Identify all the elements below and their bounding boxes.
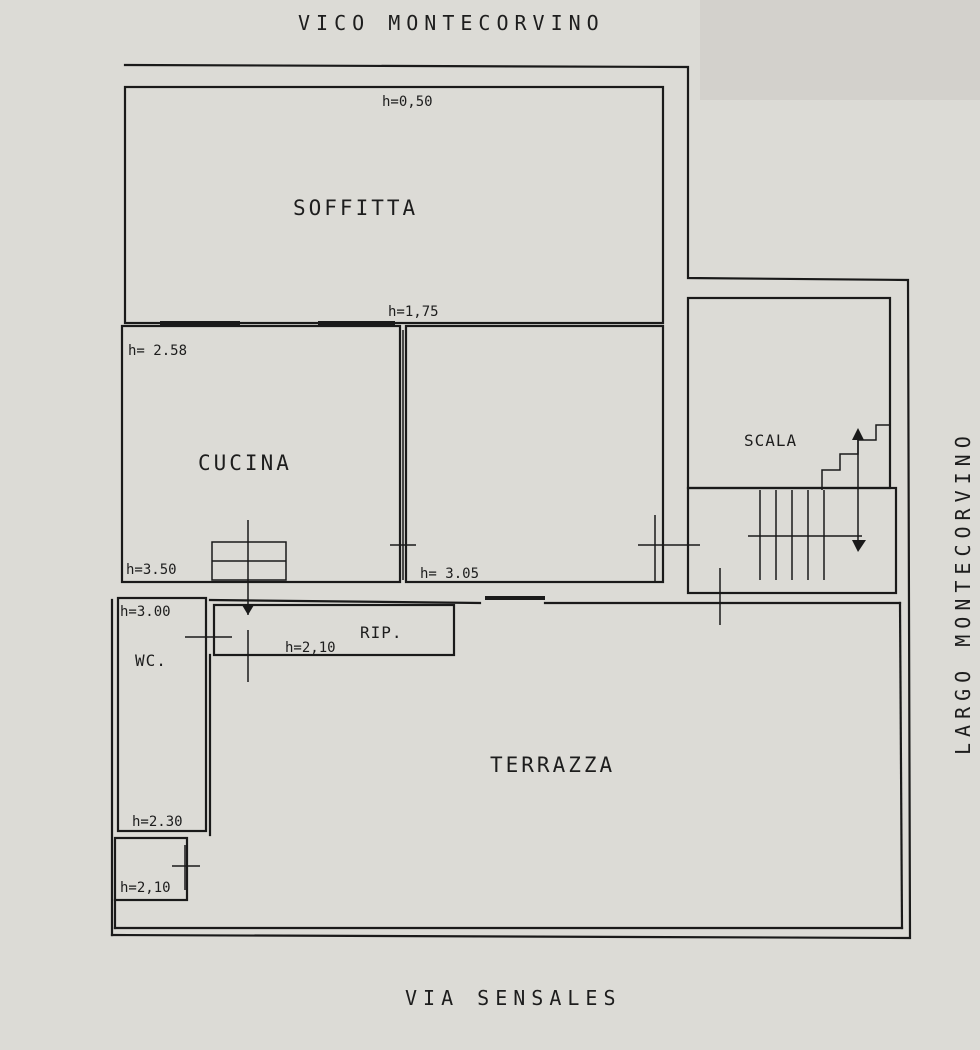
height-label-soffitta-top: h=0,50 <box>382 94 433 110</box>
room-center: h= 3.05 <box>402 324 700 584</box>
room-label-terrazza: TERRAZZA <box>490 753 615 777</box>
height-label-wc-top: h=3.00 <box>120 604 171 620</box>
height-label-soffitta-bottom: h=1,75 <box>388 304 439 320</box>
street-label-bottom: VIA SENSALES <box>405 986 622 1010</box>
street-label-right: LARGO MONTECORVINO <box>951 430 975 755</box>
room-label-soffitta: SOFFITTA <box>293 196 418 220</box>
room-small: h=2,10 <box>113 836 200 902</box>
room-rip: RIP. h=2,10 <box>185 603 456 682</box>
room-wc: WC. h=3.00 h=2.30 <box>116 596 208 833</box>
room-label-wc: WC. <box>135 651 167 670</box>
room-terrazza: TERRAZZA <box>113 601 904 930</box>
room-label-cucina: CUCINA <box>198 451 292 475</box>
street-label-top: VICO MONTECORVINO <box>298 11 605 35</box>
height-label-small-room: h=2,10 <box>120 880 171 896</box>
room-label-rip: RIP. <box>360 623 403 642</box>
paper-shadow <box>700 0 980 100</box>
height-label-cucina-bottom: h=3.50 <box>126 562 177 578</box>
height-label-cucina-top: h= 2.58 <box>128 343 187 359</box>
room-scala: SCALA <box>686 296 898 625</box>
room-soffitta: SOFFITTA h=0,50 h=1,75 <box>123 85 665 325</box>
corridor-walls <box>208 596 902 605</box>
height-label-room-center: h= 3.05 <box>420 566 479 582</box>
height-label-rip: h=2,10 <box>285 640 336 656</box>
outer-walls <box>110 63 912 940</box>
height-label-wc-bottom: h=2.30 <box>132 814 183 830</box>
room-cucina: CUCINA h= 2.58 h=3.50 <box>120 324 416 615</box>
room-label-scala: SCALA <box>744 431 797 450</box>
